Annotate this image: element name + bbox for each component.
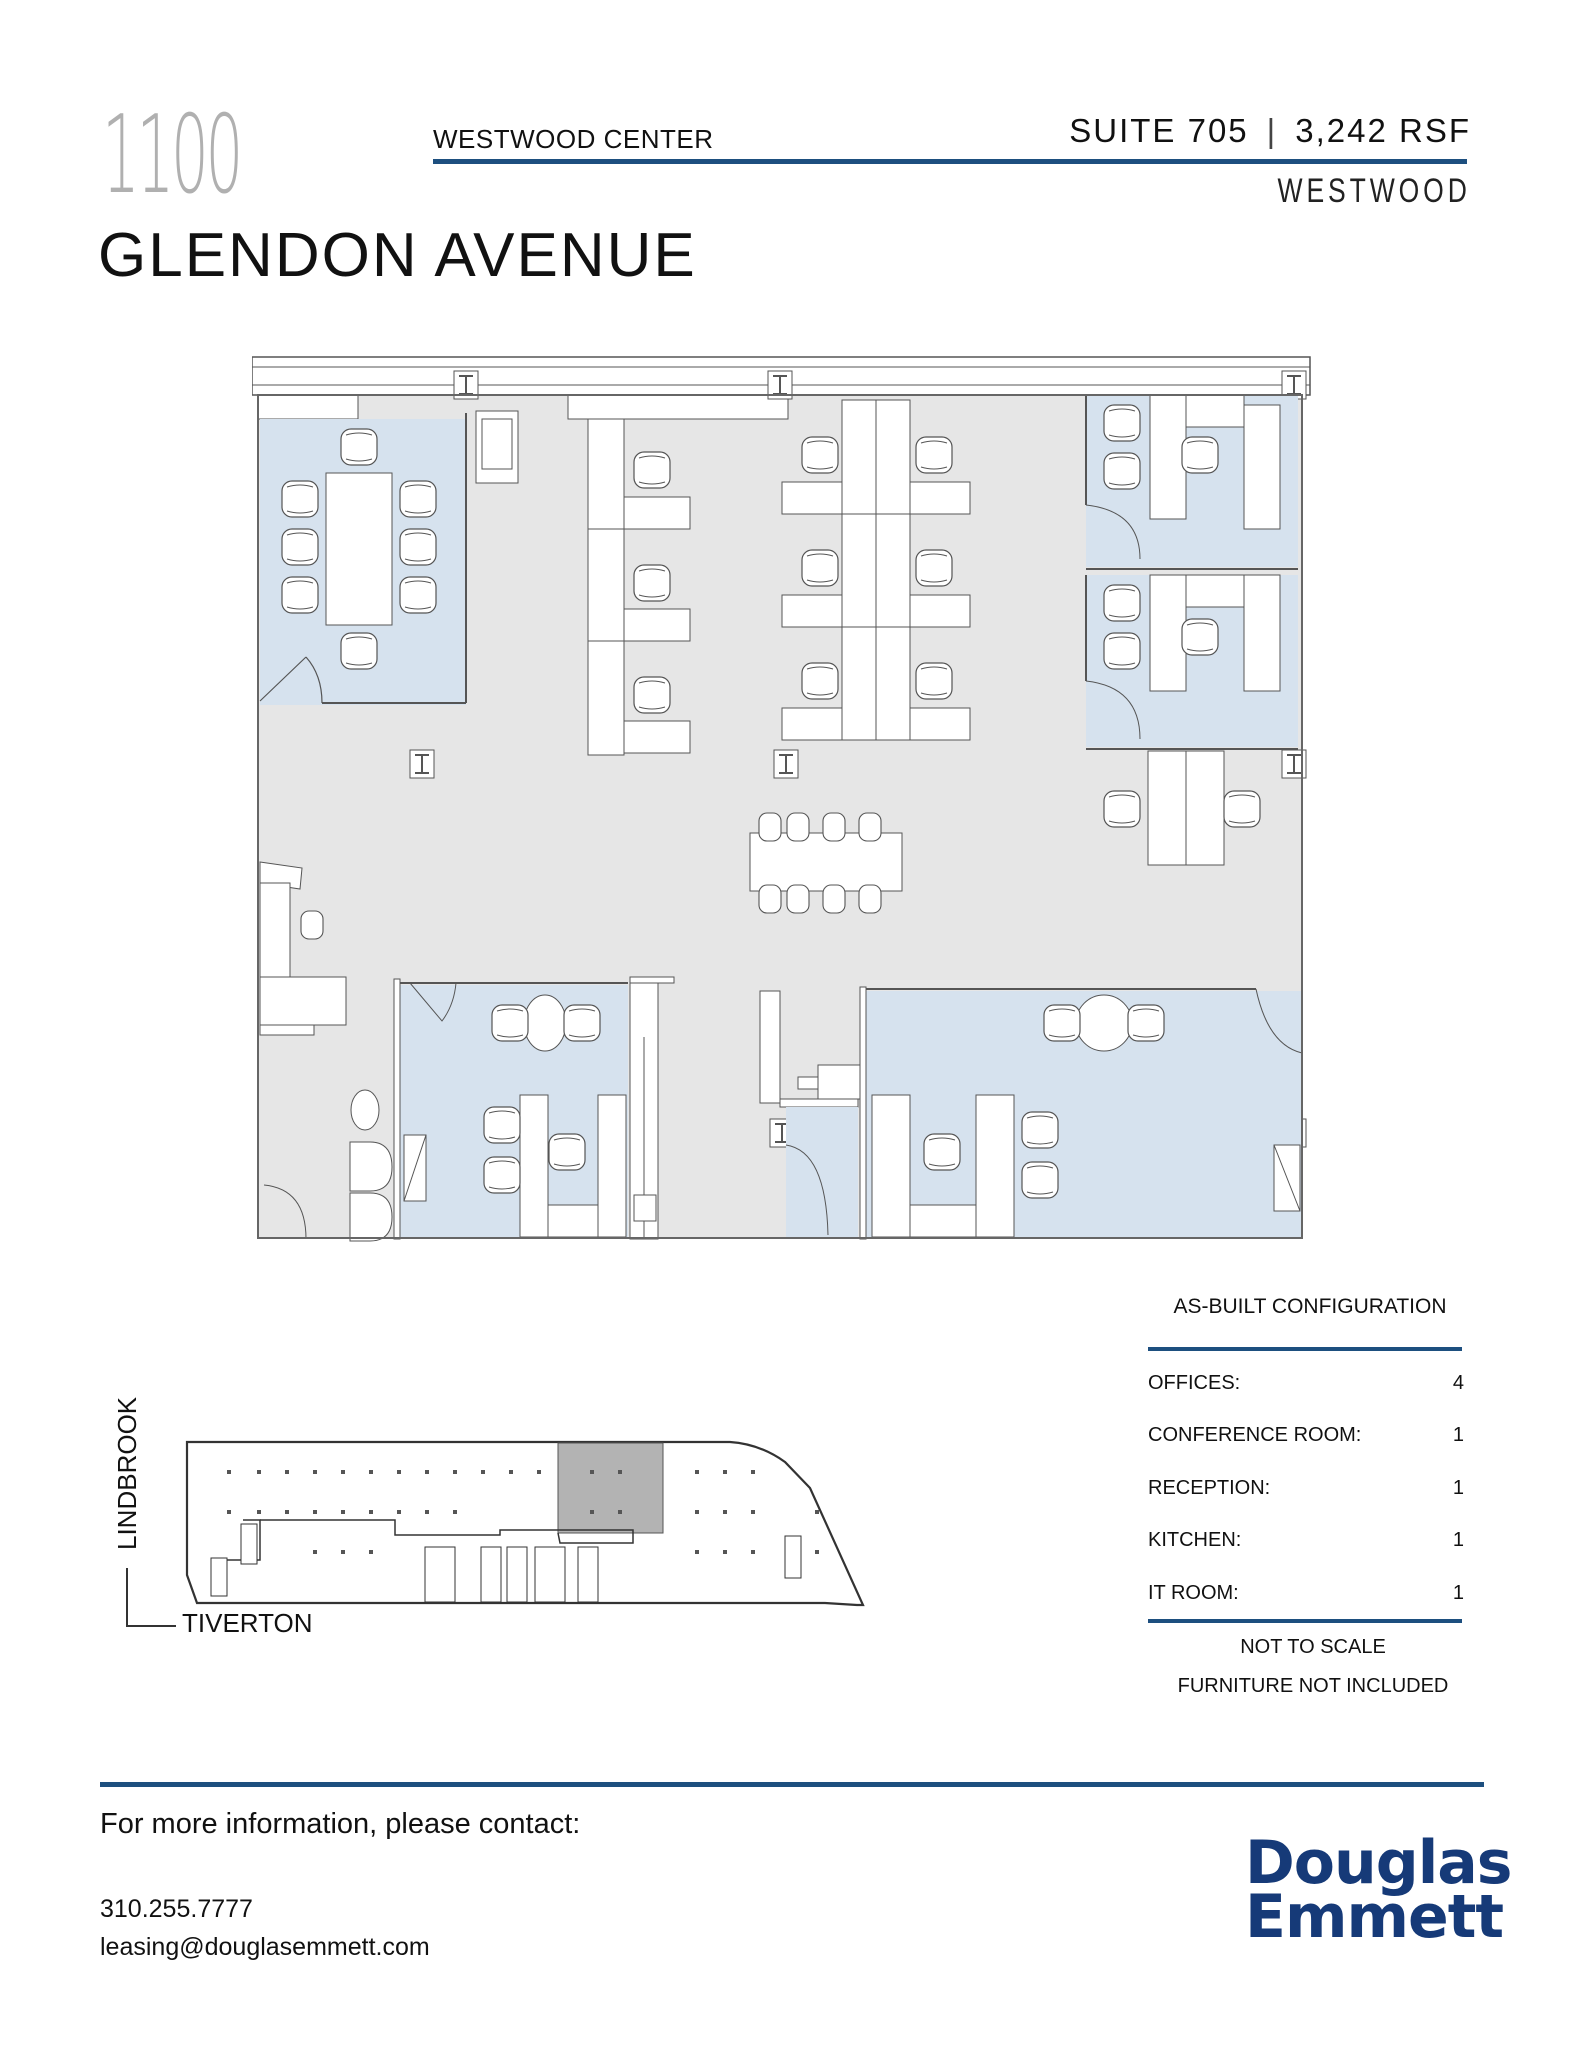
street-connector-horizontal xyxy=(126,1625,176,1627)
config-value: 1 xyxy=(1452,1424,1464,1446)
config-label: RECEPTION: xyxy=(1148,1477,1271,1499)
config-title: AS-BUILT CONFIGURATION xyxy=(1173,1295,1447,1318)
logo-line-2: Emmett xyxy=(1245,1882,1504,1952)
config-value: 1 xyxy=(1452,1477,1464,1499)
logo-line-1: Douglas xyxy=(1245,1828,1512,1898)
neighborhood: WESTWOOD xyxy=(1277,172,1471,210)
note-not-to-scale: NOT TO SCALE xyxy=(1240,1636,1386,1658)
contact-phone[interactable]: 310.255.7777 xyxy=(100,1895,253,1923)
suite-number: SUITE 705 xyxy=(1069,112,1249,149)
config-value: 1 xyxy=(1452,1529,1464,1551)
street-label-tiverton: TIVERTON xyxy=(182,1608,313,1638)
config-value: 1 xyxy=(1452,1582,1464,1604)
config-rule-top xyxy=(1148,1347,1462,1351)
suite-floor-plan xyxy=(251,355,1314,1250)
config-label: IT ROOM: xyxy=(1148,1582,1239,1604)
footer-rule xyxy=(100,1782,1484,1787)
building-number: 1100 xyxy=(102,93,243,218)
header-rule xyxy=(433,159,1467,164)
key-plan-drawing xyxy=(185,1440,865,1607)
street-connector-vertical xyxy=(126,1568,128,1626)
street-name: GLENDON AVENUE xyxy=(98,221,697,290)
config-label: CONFERENCE ROOM: xyxy=(1148,1424,1362,1446)
street-label-lindbrook: LINDBROOK xyxy=(112,1396,142,1550)
config-label: OFFICES: xyxy=(1148,1372,1241,1394)
config-label: KITCHEN: xyxy=(1148,1529,1242,1551)
config-row-reception: RECEPTION: 1 xyxy=(1148,1477,1464,1500)
suite-info: SUITE 705 | 3,242 RSF xyxy=(1069,112,1471,150)
config-row-conference: CONFERENCE ROOM: 1 xyxy=(1148,1424,1464,1447)
config-row-it-room: IT ROOM: 1 xyxy=(1148,1582,1464,1605)
douglas-emmett-logo: Douglas Emmett xyxy=(1245,1828,1512,1952)
floor-plan-drawing xyxy=(251,355,1314,1245)
config-rule-bottom xyxy=(1148,1619,1462,1623)
center-name: WESTWOOD CENTER xyxy=(433,124,714,154)
building-key-plan xyxy=(185,1440,965,1645)
config-row-offices: OFFICES: 4 xyxy=(1148,1372,1464,1395)
suite-separator: | xyxy=(1266,112,1278,149)
config-row-kitchen: KITCHEN: 1 xyxy=(1148,1529,1464,1552)
note-furniture: FURNITURE NOT INCLUDED xyxy=(1177,1675,1449,1697)
config-value: 4 xyxy=(1452,1372,1464,1394)
contact-email[interactable]: leasing@douglasemmett.com xyxy=(100,1933,430,1961)
contact-heading: For more information, please contact: xyxy=(100,1808,581,1840)
suite-area: 3,242 RSF xyxy=(1295,112,1471,149)
